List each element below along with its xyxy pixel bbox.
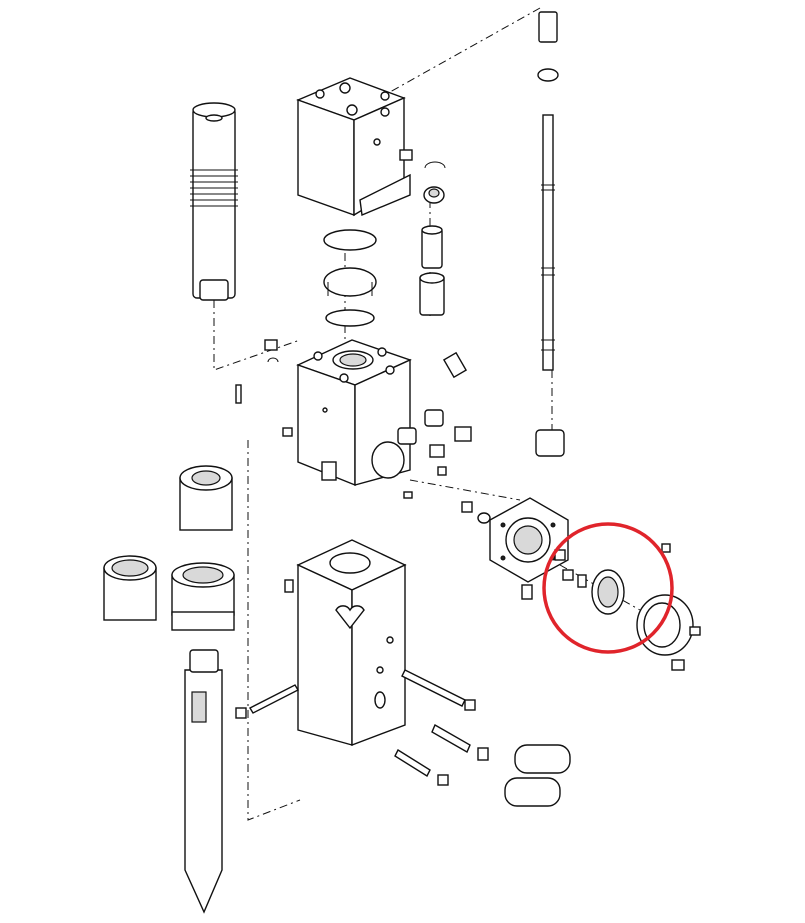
retaining-pins [235, 669, 571, 807]
valve-fittings [282, 351, 472, 499]
side-cover-plate [461, 497, 569, 600]
bushings [103, 465, 235, 631]
piston [190, 102, 238, 301]
chisel [184, 649, 223, 914]
seals-and-fittings [235, 149, 446, 404]
accumulator-parts [562, 543, 701, 671]
front-head [284, 539, 407, 747]
highlight-circle [542, 522, 674, 654]
through-bolt [535, 11, 565, 457]
cylinder-block [296, 339, 412, 487]
back-head-block [296, 77, 411, 217]
